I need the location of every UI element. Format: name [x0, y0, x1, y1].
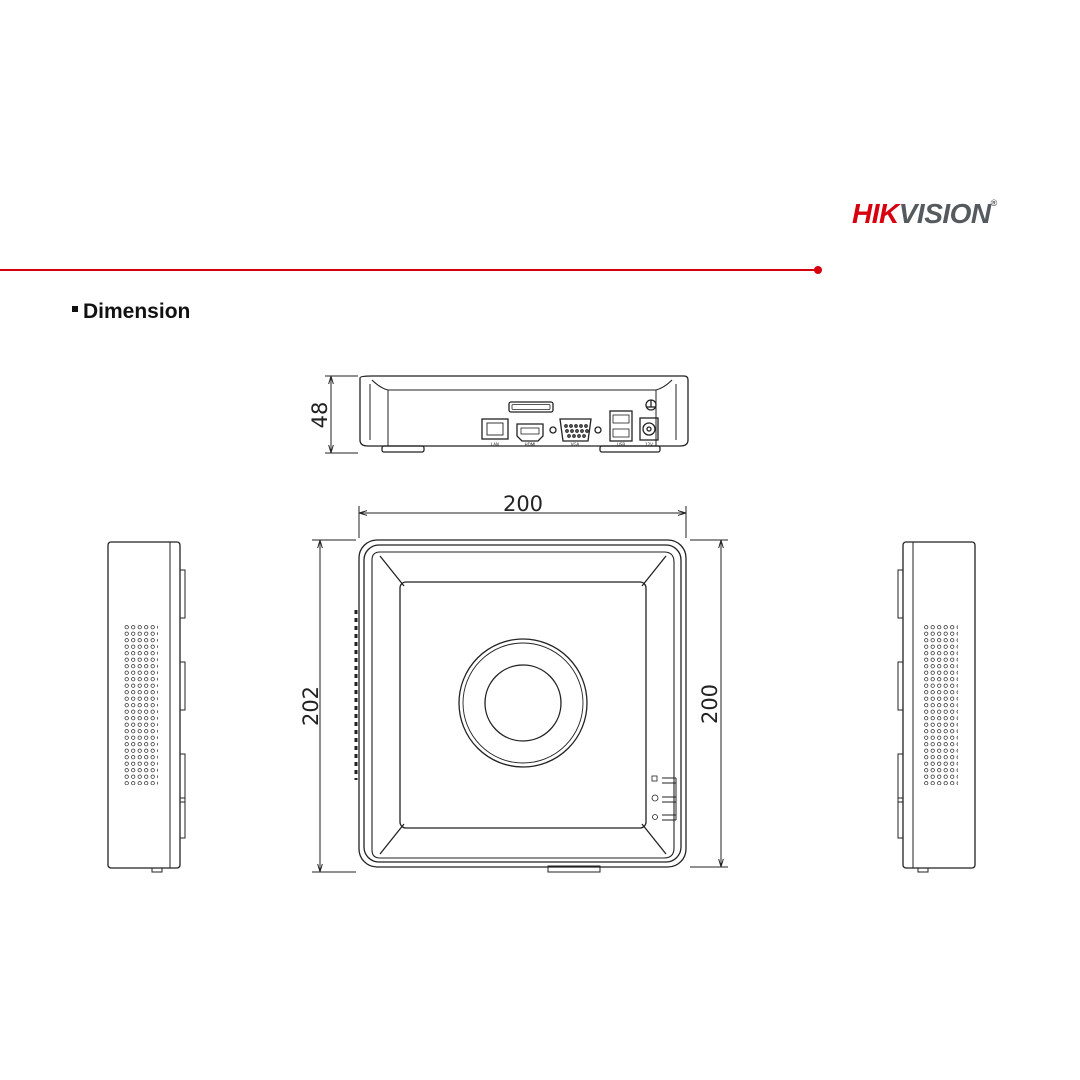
logo-vision-text: VISION — [898, 198, 991, 229]
rear-port-labels: LAN HDMI VGA USB 12V — [491, 442, 653, 447]
hikvision-logo: HIKVISION® — [852, 198, 997, 230]
height-dimension-label: 48 — [308, 402, 332, 429]
hdmi-port-label: HDMI — [525, 442, 536, 447]
depth-right-label: 200 — [698, 684, 722, 724]
logo-registered-mark: ® — [990, 198, 998, 208]
height-dimension — [325, 375, 358, 454]
section-title: Dimension — [72, 300, 190, 324]
top-view — [354, 539, 687, 873]
depth-dimension-left — [312, 539, 356, 873]
usb-port-label: USB — [617, 442, 625, 447]
bullet-icon — [72, 306, 78, 313]
section-title-text: Dimension — [83, 300, 191, 323]
lan-port-label: LAN — [491, 442, 499, 447]
header-divider-line — [0, 269, 816, 271]
rear-view — [359, 375, 689, 453]
right-side-view — [897, 541, 976, 873]
header-divider-dot — [814, 266, 822, 274]
width-dimension — [358, 506, 687, 538]
depth-left-label: 202 — [299, 686, 323, 726]
vga-port-label: VGA — [571, 442, 580, 447]
left-side-view — [107, 541, 186, 873]
width-dimension-label: 200 — [503, 492, 543, 516]
dc-port-label: 12V — [645, 442, 653, 447]
depth-dimension-right — [690, 539, 728, 868]
logo-hik-text: HIK — [852, 198, 899, 229]
